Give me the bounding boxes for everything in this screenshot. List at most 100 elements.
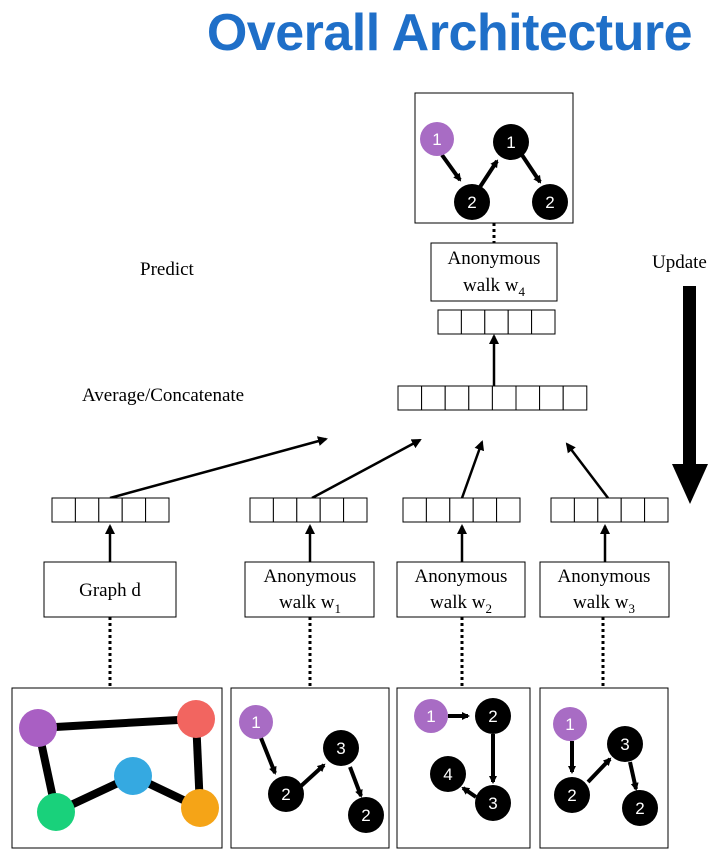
arrow-graph-vector (109, 436, 328, 500)
vector-cell (425, 497, 451, 523)
node-label: 1 (432, 130, 441, 149)
w2-walk-box: Anonymous walk w2 (396, 561, 526, 618)
vector-cell (343, 497, 368, 523)
walk-node (622, 790, 658, 826)
target-embedding-vector (437, 309, 556, 335)
walk-edge (628, 761, 639, 791)
vector-cell (515, 385, 541, 411)
walk-box-line1: Anonymous (558, 566, 651, 587)
vector-cell (444, 385, 470, 411)
w1-embedding-vector (249, 497, 368, 523)
walk-node (475, 785, 511, 821)
vector-cell (98, 497, 123, 523)
vector-cell (597, 497, 622, 523)
graph-node-blue (114, 757, 152, 795)
average-concatenate-label: Average/Concatenate (82, 385, 244, 406)
walk-node (607, 726, 643, 762)
vector-cell (484, 309, 509, 335)
walk-box-line1: Anonymous (448, 248, 541, 269)
walk-edge (520, 153, 542, 184)
combined-embedding-vector (397, 385, 588, 411)
w3-embedding-vector (550, 497, 669, 523)
w1-walk-graph: 1 2 3 2 (230, 687, 390, 849)
walk-box-line2: walk w2 (430, 592, 492, 616)
w3-walk-graph: 1 2 3 2 (539, 687, 669, 849)
vector-cell (249, 497, 274, 523)
vector-cell (491, 385, 517, 411)
node-label: 1 (506, 133, 515, 152)
node-label: 2 (635, 799, 644, 818)
walk-edge (476, 159, 499, 192)
vector-cell (468, 385, 493, 411)
arrow-w3-vector (565, 442, 609, 499)
node-label: 3 (488, 794, 497, 813)
node-label: 2 (281, 785, 290, 804)
page-title: Overall Architecture (206, 4, 693, 62)
walk-node-first (420, 122, 454, 156)
walk-box-line2: walk w1 (279, 592, 341, 616)
vector-cell (531, 309, 556, 335)
vector-cell (397, 385, 423, 411)
walk-node (323, 730, 359, 766)
graph-node-orange (181, 789, 219, 827)
vector-cell (74, 497, 100, 523)
walk-node (532, 184, 568, 220)
vector-cell (121, 497, 147, 523)
vector-cell (421, 385, 446, 411)
vector-cell (402, 497, 427, 523)
vector-cell (460, 309, 486, 335)
graph-embedding-vector (51, 497, 170, 523)
predict-label: Predict (140, 259, 195, 280)
vector-cell (562, 385, 588, 411)
vector-cell (472, 497, 498, 523)
vector-cell (496, 497, 521, 523)
vector-cell (573, 497, 599, 523)
walk-node (268, 776, 304, 812)
graph-node-red (177, 700, 215, 738)
arrow-w2-vector (460, 440, 485, 499)
graph-edge (37, 715, 197, 732)
walk-node-first (553, 707, 587, 741)
walk-node (493, 124, 529, 160)
node-label: 4 (443, 765, 452, 784)
node-label: 1 (565, 715, 574, 734)
node-label: 2 (361, 806, 370, 825)
walk-node (475, 698, 511, 734)
walk-box-line2: walk w3 (573, 592, 635, 616)
walk-edge (299, 763, 326, 788)
vector-cell (539, 385, 564, 411)
walk-node (348, 797, 384, 833)
vector-cell (51, 497, 76, 523)
graph-node-purple (19, 709, 57, 747)
node-label: 2 (467, 193, 476, 212)
target-walk-box: Anonymous walk w4 (430, 242, 558, 302)
w2-embedding-vector (402, 497, 521, 523)
vector-cell (550, 497, 575, 523)
w2-walk-graph: 1 2 3 4 (396, 687, 531, 849)
vector-cell (319, 497, 345, 523)
graph-node-green (37, 793, 75, 831)
vector-cell (296, 497, 321, 523)
walk-box-line1: Anonymous (264, 566, 357, 587)
walk-edge (348, 766, 363, 798)
walk-edge (259, 737, 277, 775)
walk-node-first (239, 705, 273, 739)
target-walk-graph: 1 2 1 2 (414, 92, 574, 224)
walk-box-line2: walk w4 (463, 275, 525, 299)
walk-edge (440, 153, 462, 182)
node-label: 1 (426, 707, 435, 726)
walk-node-first (414, 699, 448, 733)
walk-node (554, 777, 590, 813)
graph-d-picture (11, 687, 223, 849)
w1-walk-box: Anonymous walk w1 (244, 561, 375, 618)
walk-node (430, 756, 466, 792)
vector-cell (272, 497, 298, 523)
vector-cell (449, 497, 474, 523)
walk-edge (586, 757, 612, 784)
update-label: Update (652, 252, 707, 273)
walk-edge (461, 786, 478, 799)
node-label: 2 (567, 786, 576, 805)
vector-cell (507, 309, 533, 335)
